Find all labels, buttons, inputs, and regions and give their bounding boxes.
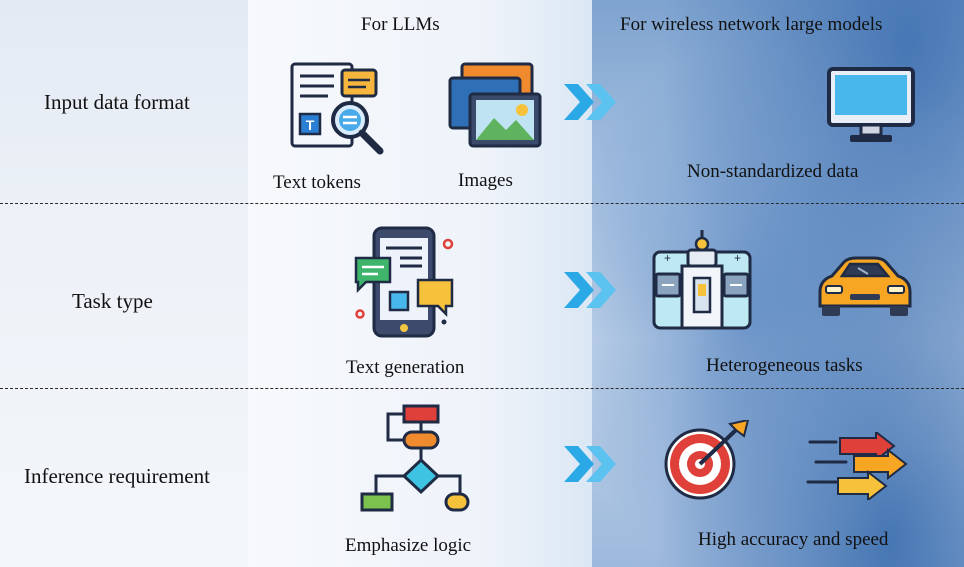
row-label-input-data-format: Input data format [44,90,190,114]
caption-text-tokens: Text tokens [273,172,361,193]
wireless-column-header: For wireless network large models [620,14,883,35]
caption-images: Images [458,170,513,191]
monitor-icon [826,66,916,146]
row-label-task-type: Task type [72,289,153,313]
caption-emphasize-logic: Emphasize logic [345,535,472,556]
document-search-icon: T [288,58,398,158]
caption-text-generation: Text generation [346,357,465,378]
row-divider [0,388,964,389]
llm-column-header: For LLMs [361,14,440,35]
svg-text:T: T [306,117,315,133]
double-chevron-icon [562,442,620,486]
caption-non-standardized-data: Non-standardized data [687,161,859,182]
smartphone-chat-icon [352,222,460,340]
waveform-icon [650,68,740,144]
double-chevron-icon [562,268,620,312]
flowchart-icon [358,402,470,526]
robot-arm-icon: + + [650,228,754,332]
images-icon [440,62,544,150]
row-divider [0,203,964,204]
speed-arrows-icon [806,432,914,500]
caption-heterogeneous-tasks: Heterogeneous tasks [706,355,863,376]
caption-high-accuracy-and-speed: High accuracy and speed [698,529,889,550]
row-label-panel [0,0,248,567]
target-icon [656,420,752,504]
row-label-inference-requirement: Inference requirement [24,464,210,488]
svg-text:+: + [664,251,671,265]
svg-text:+: + [734,251,741,265]
car-icon [812,254,916,320]
double-chevron-icon [562,80,620,124]
